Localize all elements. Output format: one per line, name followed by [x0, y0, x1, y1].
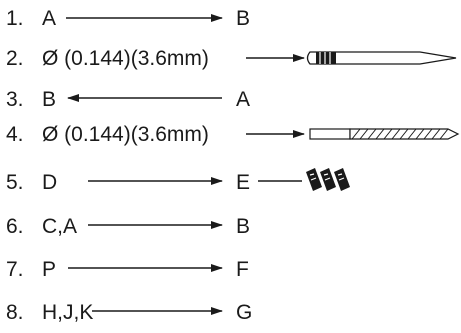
step-4: 4. Ø (0.144)(3.6mm)	[6, 123, 460, 146]
step-number: 2.	[6, 47, 24, 70]
step-7: 7. P F	[6, 258, 249, 281]
from-label: C,A	[42, 215, 77, 238]
step-number: 1.	[6, 7, 24, 30]
from-label: D	[42, 171, 57, 194]
to-label: A	[236, 88, 250, 111]
step-number: 5.	[6, 171, 24, 194]
wire-connectors-icon	[306, 168, 350, 191]
step-5: 5. D E	[6, 168, 350, 194]
diameter-label: Ø (0.144)(3.6mm)	[42, 47, 209, 70]
step-3: 3. B A	[6, 88, 250, 111]
to-label: F	[236, 258, 249, 281]
step-number: 6.	[6, 215, 24, 238]
from-label: P	[42, 258, 56, 281]
center-punch-icon	[306, 51, 457, 65]
to-label: G	[236, 301, 252, 324]
step-6: 6. C,A B	[6, 215, 250, 238]
from-label: B	[42, 88, 56, 111]
step-2: 2. Ø (0.144)(3.6mm)	[6, 47, 457, 70]
to-label: B	[236, 7, 250, 30]
diameter-label: Ø (0.144)(3.6mm)	[42, 123, 209, 146]
step-number: 7.	[6, 258, 24, 281]
drill-bit-icon	[309, 128, 460, 140]
step-number: 4.	[6, 123, 24, 146]
step-number: 8.	[6, 301, 24, 324]
to-label: B	[236, 215, 250, 238]
step-1: 1. A B	[6, 7, 250, 30]
step-8: 8. H,J,K G	[6, 301, 252, 324]
step-number: 3.	[6, 88, 24, 111]
from-label: A	[42, 7, 56, 30]
from-label: H,J,K	[42, 301, 93, 324]
to-label: E	[236, 171, 250, 194]
